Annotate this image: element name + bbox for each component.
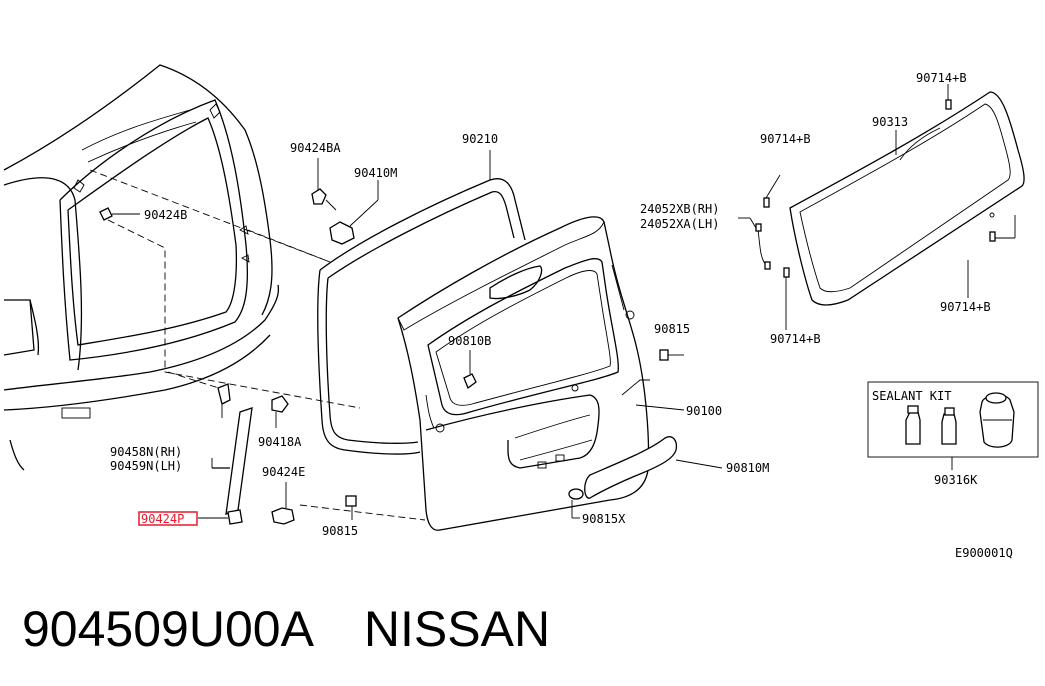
brand-name: NISSAN bbox=[363, 601, 551, 657]
callout-90424BA: 90424BA bbox=[290, 141, 341, 155]
bolt-90418A bbox=[271, 395, 289, 428]
callout-90714B-mid: 90714+B bbox=[760, 132, 811, 146]
grommet-90815-right bbox=[659, 349, 684, 361]
back-door-panel-90100 bbox=[397, 216, 685, 531]
callout-90424B-top: 90424B bbox=[144, 208, 187, 222]
callout-90313: 90313 bbox=[872, 115, 908, 129]
callout-90424P-highlight bbox=[138, 511, 198, 526]
latch-90410M bbox=[329, 180, 379, 245]
callout-90459N: 90459N(LH) bbox=[110, 459, 182, 473]
callout-24052XA: 24052XA(LH) bbox=[640, 217, 719, 231]
callout-90810B: 90810B bbox=[448, 334, 491, 348]
callout-90458N: 90458N(RH) bbox=[110, 445, 182, 459]
callout-90815-right: 90815 bbox=[654, 322, 690, 336]
grommet-90815-low bbox=[345, 495, 357, 520]
callout-90210: 90210 bbox=[462, 132, 498, 146]
callout-90714B-low: 90714+B bbox=[770, 332, 821, 346]
bolt-90424E bbox=[271, 482, 295, 525]
bracket-90810B bbox=[463, 350, 477, 390]
grommet-90815X bbox=[568, 488, 584, 519]
back-window-glass-90313 bbox=[763, 84, 1025, 330]
callout-90815X: 90815X bbox=[582, 512, 626, 526]
clip-24052X bbox=[738, 217, 771, 270]
gas-strut bbox=[198, 383, 253, 525]
vehicle-body-rear bbox=[3, 64, 280, 471]
sealant-kit-label: SEALANT KIT bbox=[872, 389, 951, 403]
sealant-kit-box bbox=[867, 381, 1039, 470]
caption: 904509U00A NISSAN bbox=[22, 598, 550, 660]
callout-90424E: 90424E bbox=[262, 465, 305, 479]
callouts: 90424B 90424BA 90410M 90210 90714+B 9031… bbox=[110, 71, 1013, 560]
leader-lines bbox=[89, 169, 426, 521]
callout-90810M: 90810M bbox=[726, 461, 769, 475]
callout-90815-low: 90815 bbox=[322, 524, 358, 538]
callout-90714B-top: 90714+B bbox=[916, 71, 967, 85]
callout-90418A: 90418A bbox=[258, 435, 302, 449]
callout-90100: 90100 bbox=[686, 404, 722, 418]
callout-90424P[interactable]: 90424P bbox=[141, 512, 184, 526]
weatherstrip-90210 bbox=[317, 150, 526, 455]
fastener-90424B-top bbox=[99, 207, 140, 221]
finisher-90810M bbox=[584, 436, 723, 499]
diagram-code: E900001Q bbox=[955, 546, 1013, 560]
callout-90316K: 90316K bbox=[934, 473, 978, 487]
fastener-90424BA bbox=[311, 158, 337, 211]
callout-90714B-right: 90714+B bbox=[940, 300, 991, 314]
part-number: 904509U00A bbox=[22, 601, 314, 657]
callout-90410M: 90410M bbox=[354, 166, 397, 180]
callout-24052XB: 24052XB(RH) bbox=[640, 202, 719, 216]
